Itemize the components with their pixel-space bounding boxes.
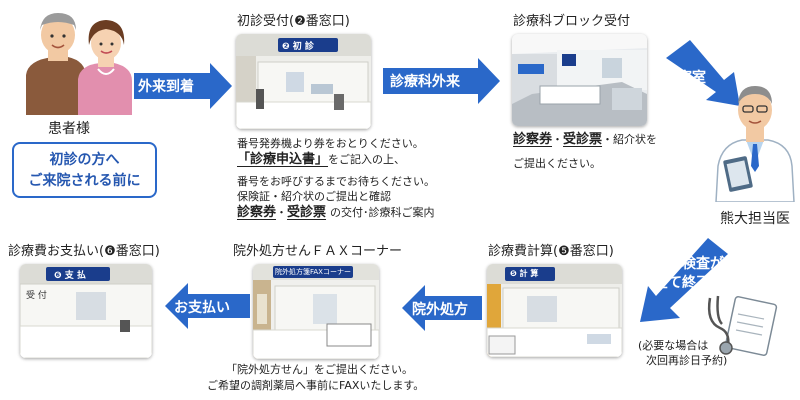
fee-calc-title: 診療費計算(❺番窓口) xyxy=(488,240,614,259)
fee-calc-photo xyxy=(487,264,622,357)
block-reception-photo xyxy=(512,34,647,126)
followup-note-1: (必要な場合は xyxy=(638,338,708,354)
first-reception-note-1: 番号発券機より券をおとりください。 xyxy=(237,136,424,152)
fax-corner-note-1: 「院外処方せん」をご提出ください。 xyxy=(226,362,413,378)
arrow-department-label: 診療科外来 xyxy=(390,71,460,91)
fee-calc-sign: ❺ 計 算 xyxy=(510,268,538,279)
arrow-arrival-label: 外来到着 xyxy=(138,76,194,96)
first-reception-note-3: 番号をお呼びするまでお待ちください。 xyxy=(237,174,435,190)
arrow-payment-label: お支払い xyxy=(174,297,230,317)
first-reception-ticket-term: 診察券 xyxy=(237,205,276,220)
payment-title: 診療費お支払い(❻番窓口) xyxy=(8,240,160,259)
arrow-prescription-label: 院外処方 xyxy=(412,299,468,319)
payment-photo xyxy=(20,264,152,358)
block-reception-title: 診療科ブロック受付 xyxy=(513,10,630,29)
block-reception-note-2: ご提出ください。 xyxy=(513,156,601,172)
first-reception-note-2-suffix: をご記入の上、 xyxy=(328,153,405,166)
block-reception-ticket-term: 診察券 xyxy=(513,132,552,147)
block-reception-note-1: 診察券・受診票・紹介状を xyxy=(513,132,657,148)
doctor-illustration xyxy=(712,74,798,202)
fax-corner-title: 院外処方せんＦＡＸコーナー xyxy=(233,240,402,259)
first-reception-slip-term: 受診票 xyxy=(287,205,326,220)
followup-note-2: 次回再診日予約) xyxy=(646,353,727,369)
first-reception-note-4: 保険証・紹介状のご提出と確認 xyxy=(237,189,391,205)
first-reception-note-2: 「診療申込書」をご記入の上、 xyxy=(237,152,405,168)
arrow-exam-room-label: 診察室 xyxy=(664,67,706,87)
doctor-label: 熊大担当医 xyxy=(720,208,790,228)
block-reception-dot: ・ xyxy=(552,133,563,146)
first-reception-note-5: 診察券・受診票の交付･診療科ご案内 xyxy=(237,205,435,221)
first-reception-title: 初診受付(❷番窓口) xyxy=(237,10,350,29)
first-reception-sign: ❷ 初 診 xyxy=(282,39,314,52)
block-reception-slip-term: 受診票 xyxy=(563,132,602,147)
payment-sign: ❻ 支 払 xyxy=(54,268,86,281)
stethoscope-clipboard-illustration xyxy=(704,292,786,356)
first-reception-dot: ・ xyxy=(276,206,287,219)
fax-corner-sign: 院外処方箋FAXコーナー xyxy=(275,267,351,277)
block-reception-note-1-suffix: ・紹介状を xyxy=(602,133,657,146)
arrow-exam-done-line2: 全て終了 xyxy=(654,272,710,292)
first-reception-form-name: 「診療申込書」 xyxy=(237,152,328,167)
fax-corner-note-2: ご希望の調剤薬局へ事前にFAXいたします。 xyxy=(207,378,424,394)
first-reception-note-5-suffix: の交付･診療科ご案内 xyxy=(330,206,435,219)
fax-corner-photo xyxy=(253,264,379,359)
payment-counter-text: 受 付 xyxy=(26,288,47,301)
arrow-exam-done-line1: 診察や検査が xyxy=(640,253,724,273)
